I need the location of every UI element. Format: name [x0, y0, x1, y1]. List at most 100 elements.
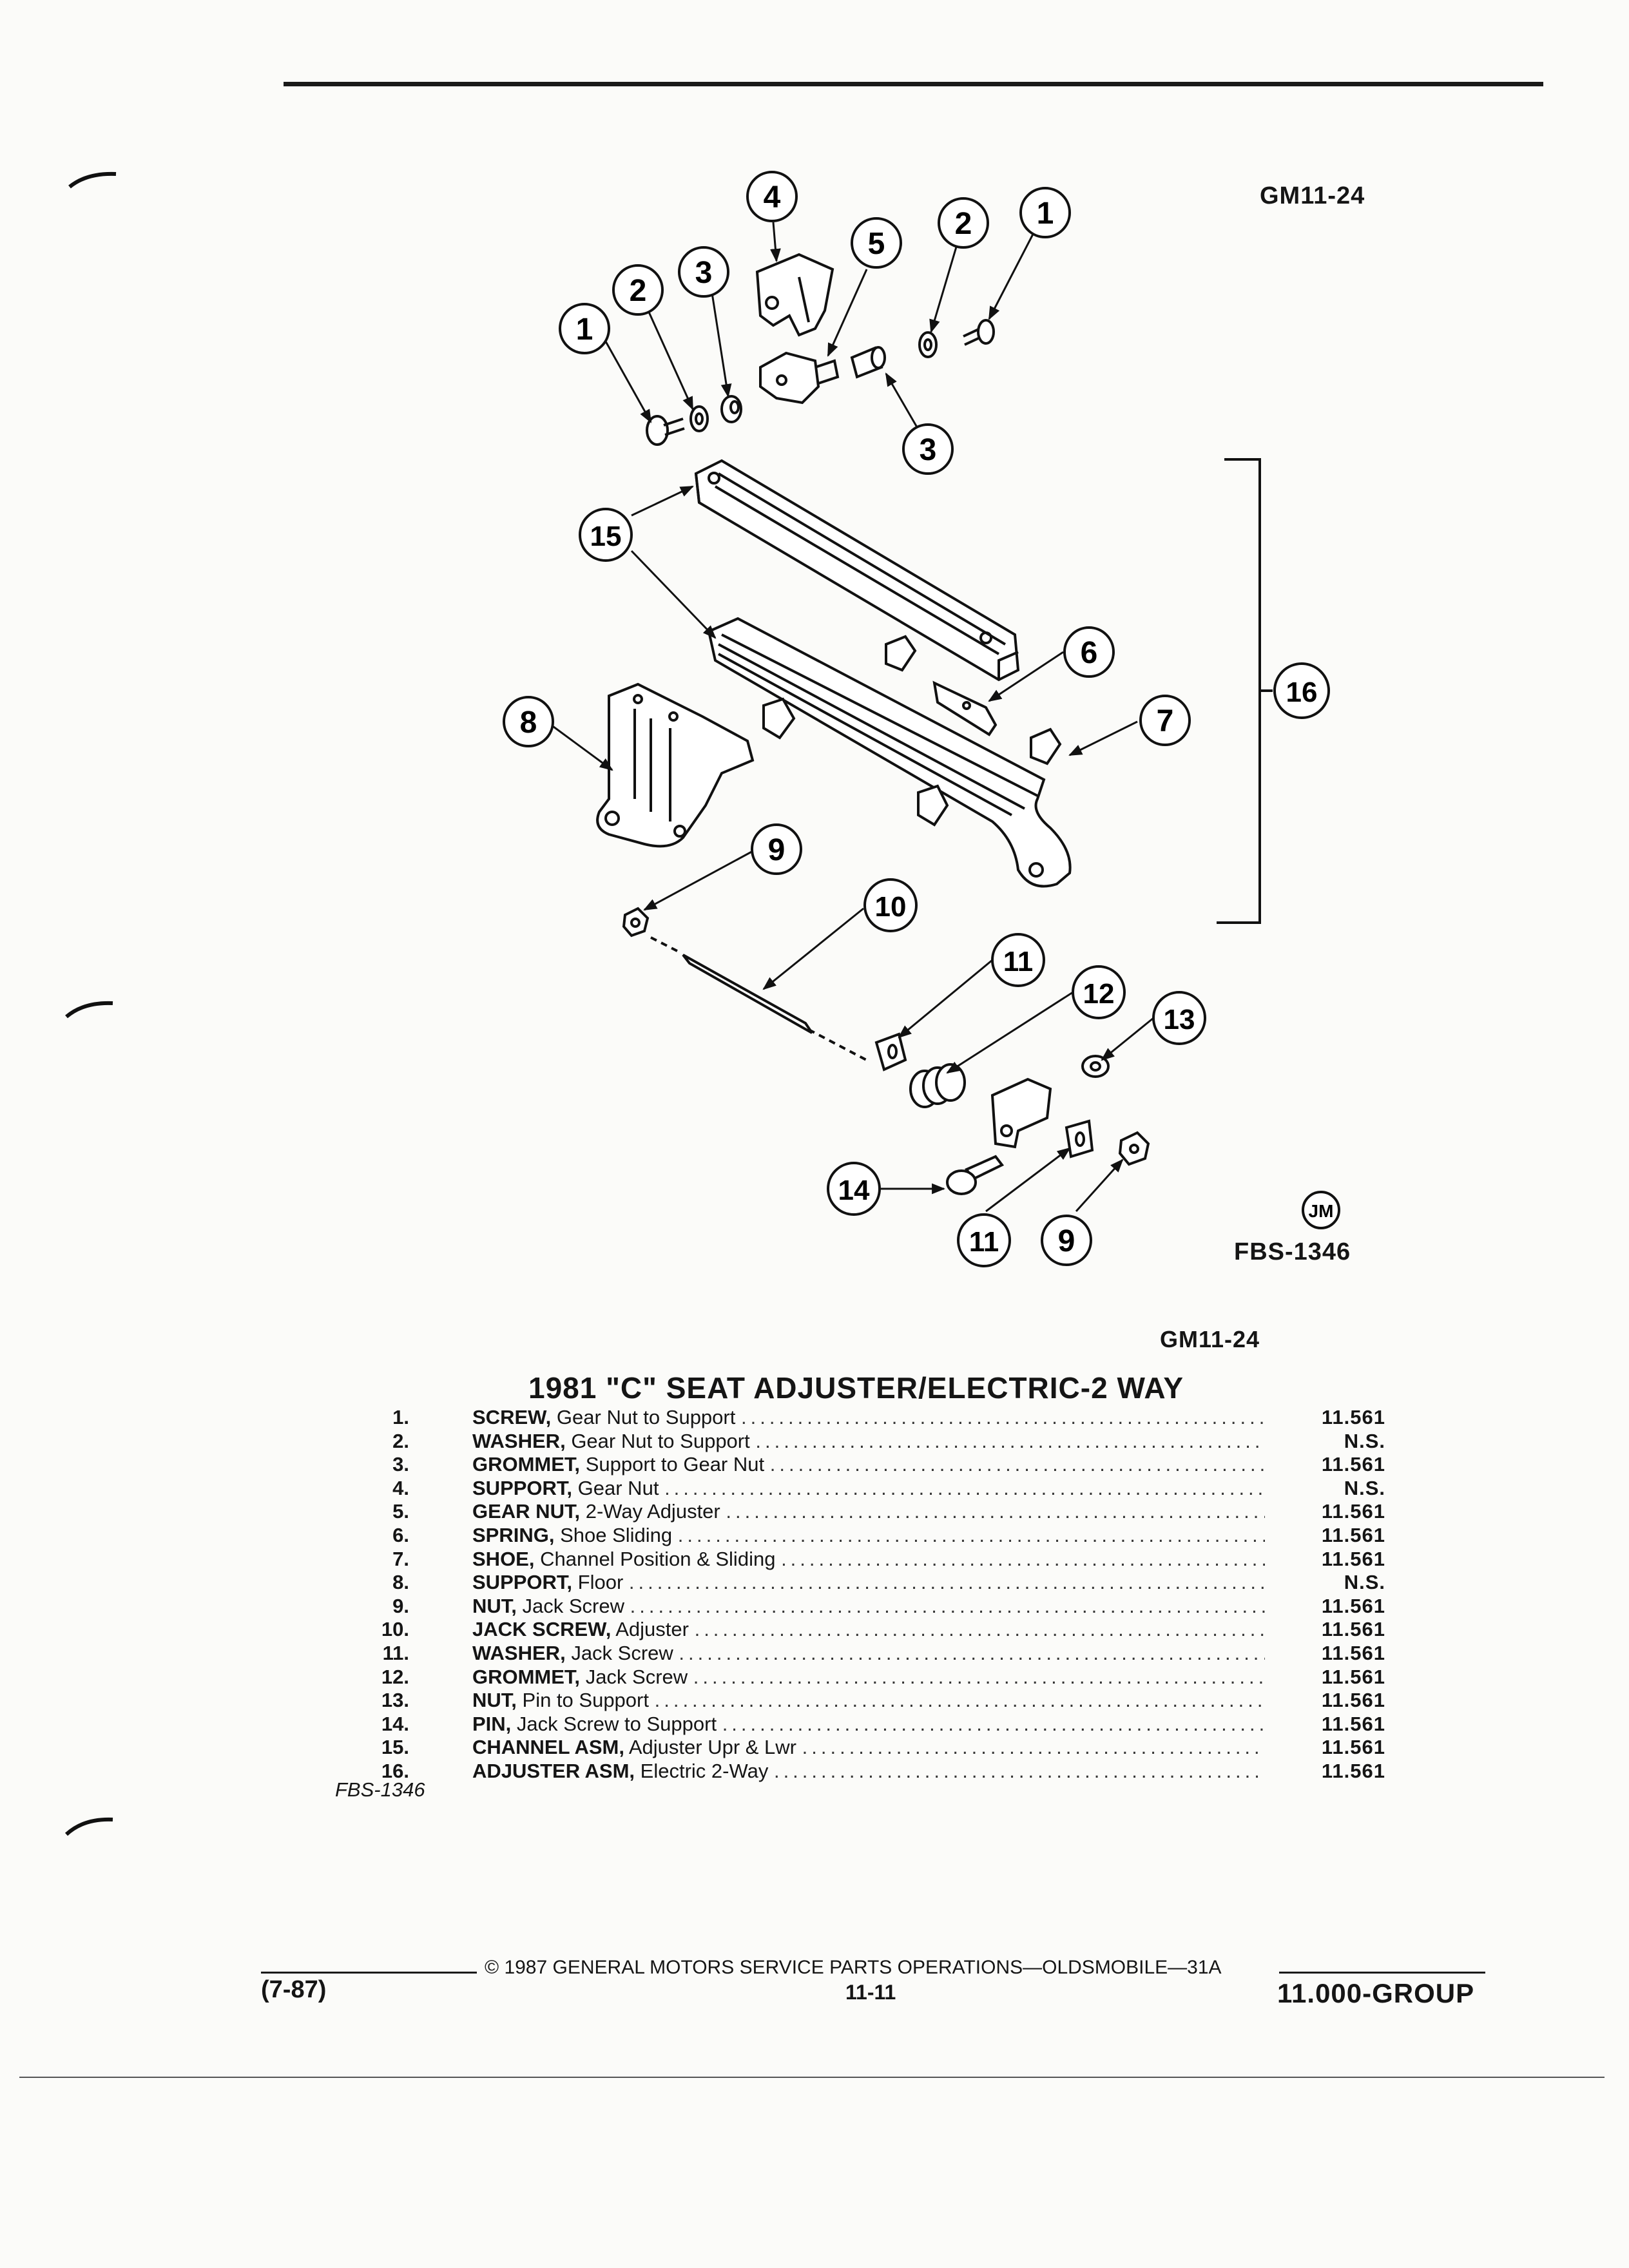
svg-text:11: 11 — [1003, 946, 1034, 977]
support-pin — [946, 1155, 1005, 1195]
svg-text:13: 13 — [1164, 1004, 1195, 1035]
dot-leader: ........................................… — [740, 1406, 1265, 1428]
figure-code: FBS-1346 — [1234, 1238, 1351, 1265]
parts-table: 1.SCREW, Gear Nut to Support ...........… — [309, 1406, 1443, 1783]
part-description: GROMMET, Support to Gear Nut ...........… — [472, 1453, 1265, 1476]
parts-row: 14.PIN, Jack Screw to Support ..........… — [309, 1713, 1443, 1736]
parts-row: 4.SUPPORT, Gear Nut ....................… — [309, 1477, 1443, 1501]
part-name: WASHER, — [472, 1641, 566, 1664]
dot-leader: ........................................… — [694, 1618, 1265, 1641]
part-detail: Electric 2-Way — [640, 1759, 769, 1782]
part-name: WASHER, — [472, 1429, 566, 1452]
jack-support-bracket — [990, 1077, 1052, 1149]
part-name: GEAR NUT, — [472, 1500, 581, 1523]
dot-leader: ........................................… — [781, 1547, 1265, 1570]
dot-leader: ........................................… — [664, 1476, 1265, 1499]
callout-11b: 11 — [957, 1213, 1011, 1267]
svg-text:9: 9 — [1058, 1224, 1075, 1258]
svg-text:4: 4 — [764, 180, 781, 215]
part-detail: Pin to Support — [522, 1689, 649, 1712]
part-number: 16. — [381, 1759, 409, 1782]
dot-leader: ........................................… — [679, 1641, 1265, 1664]
washer-left — [689, 405, 709, 432]
svg-text:5: 5 — [868, 227, 885, 261]
part-group-code: 11.561 — [1321, 1453, 1385, 1476]
callout-1b: 1 — [1019, 187, 1071, 238]
jack-washer — [874, 1032, 907, 1072]
part-detail: Jack Screw — [571, 1641, 673, 1664]
dot-leader: ........................................… — [802, 1736, 1265, 1759]
svg-text:1: 1 — [576, 312, 593, 347]
part-group-code: 11.561 — [1321, 1618, 1385, 1641]
part-description: SUPPORT, Floor .........................… — [472, 1571, 1265, 1594]
part-name: GROMMET, — [472, 1453, 581, 1476]
dot-leader: ........................................… — [773, 1759, 1265, 1782]
parts-row: 8.SUPPORT, Floor .......................… — [309, 1571, 1443, 1595]
part-detail: Shoe Sliding — [560, 1523, 673, 1546]
scan-edge-marks — [64, 171, 117, 1836]
callout-10: 10 — [863, 878, 918, 932]
part-number: 5. — [392, 1500, 409, 1523]
callout-14: 14 — [827, 1162, 881, 1216]
part-group-code: 11.561 — [1321, 1594, 1385, 1617]
part-description: NUT, Jack Screw ........................… — [472, 1595, 1265, 1618]
parts-row: 1.SCREW, Gear Nut to Support ...........… — [309, 1406, 1443, 1430]
parts-row: 11.WASHER, Jack Screw ..................… — [309, 1642, 1443, 1666]
callout-15: 15 — [579, 508, 633, 562]
pin-nut-small — [1081, 1055, 1110, 1078]
callout-1a: 1 — [559, 303, 610, 354]
part-detail: Channel Position & Sliding — [540, 1547, 776, 1570]
part-number: 9. — [392, 1594, 409, 1617]
svg-text:11: 11 — [969, 1226, 999, 1258]
part-description: ADJUSTER ASM, Electric 2-Way ...........… — [472, 1760, 1265, 1783]
screw-left — [646, 415, 685, 446]
part-detail: Adjuster Upr & Lwr — [628, 1736, 796, 1759]
part-name: JACK SCREW, — [472, 1618, 612, 1641]
svg-text:12: 12 — [1083, 978, 1115, 1010]
part-detail: Gear Nut to Support — [556, 1406, 736, 1428]
part-number: 6. — [392, 1523, 409, 1546]
part-detail: Jack Screw to Support — [516, 1712, 717, 1735]
footer-date: (7-87) — [261, 1976, 327, 2003]
part-name: SUPPORT, — [472, 1571, 573, 1594]
part-group-code: 11.561 — [1321, 1712, 1385, 1735]
part-group-code: 11.561 — [1321, 1500, 1385, 1523]
part-number: 13. — [381, 1689, 409, 1712]
callout-3b: 3 — [902, 423, 954, 475]
part-number: 2. — [392, 1429, 409, 1452]
dot-leader: ........................................… — [755, 1429, 1265, 1452]
part-number: 12. — [381, 1665, 409, 1688]
parts-row: 6.SPRING, Shoe Sliding .................… — [309, 1524, 1443, 1548]
washer-right — [918, 331, 938, 358]
gear-nut — [759, 351, 840, 405]
grommet-left — [720, 395, 742, 423]
parts-row: 3.GROMMET, Support to Gear Nut .........… — [309, 1453, 1443, 1477]
svg-text:1: 1 — [1037, 197, 1054, 231]
part-group-code: N.S. — [1344, 1429, 1385, 1452]
callout-4: 4 — [746, 171, 798, 222]
footer-page-number: 11-11 — [845, 1981, 896, 2004]
part-description: GEAR NUT, 2-Way Adjuster ...............… — [472, 1500, 1265, 1523]
parts-row: 15.CHANNEL ASM, Adjuster Upr & Lwr .....… — [309, 1736, 1443, 1760]
footer-rule-left — [261, 1972, 477, 1974]
part-description: PIN, Jack Screw to Support .............… — [472, 1713, 1265, 1736]
edge-mark-2 — [65, 1001, 113, 1019]
part-group-code: 11.561 — [1321, 1641, 1385, 1664]
callout-9a: 9 — [751, 823, 802, 875]
part-number: 10. — [381, 1618, 409, 1641]
dot-leader: ........................................… — [628, 1571, 1265, 1594]
parts-row: 9. NUT, Jack Screw ......................… — [309, 1595, 1443, 1619]
shoe-upper — [885, 635, 917, 672]
part-description: GROMMET, Jack Screw ....................… — [472, 1666, 1265, 1689]
part-name: NUT, — [472, 1594, 517, 1617]
callout-11a: 11 — [991, 933, 1045, 987]
shoe-mid — [1030, 727, 1062, 765]
part-description: SCREW, Gear Nut to Support .............… — [472, 1406, 1265, 1429]
parts-row: 2.WASHER, Gear Nut to Support ..........… — [309, 1430, 1443, 1454]
dot-leader: ........................................… — [693, 1665, 1265, 1688]
part-detail: Support to Gear Nut — [585, 1453, 765, 1476]
part-name: SUPPORT, — [472, 1476, 573, 1499]
part-description: NUT, Pin to Support ....................… — [472, 1689, 1265, 1712]
part-description: SUPPORT, Gear Nut ......................… — [472, 1477, 1265, 1500]
part-name: SPRING, — [472, 1523, 555, 1546]
